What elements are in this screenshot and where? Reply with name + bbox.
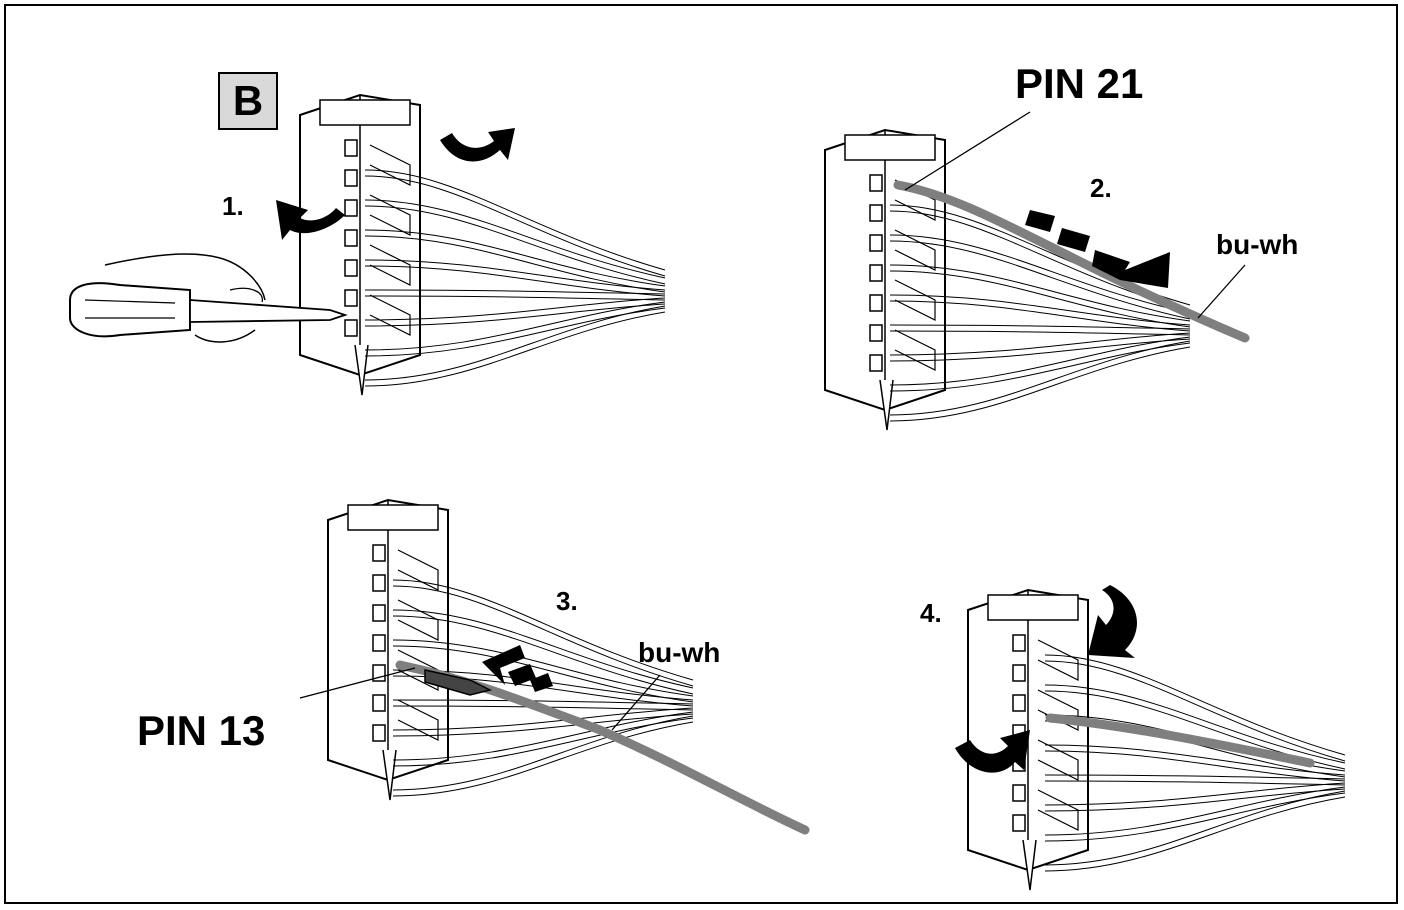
step-3-label: 3.	[556, 586, 578, 616]
panel-step-3: PIN 13 3. bu-wh	[137, 499, 810, 835]
pin-21-label: PIN 21	[1015, 60, 1143, 107]
panel-step-1: 1.	[69, 94, 666, 396]
connector-2	[824, 129, 946, 431]
connector-3	[327, 499, 449, 801]
step-2-label: 2.	[1090, 173, 1112, 203]
step-4-label: 4.	[920, 598, 942, 628]
panel-step-2: PIN 21 2. bu-wh	[824, 60, 1298, 431]
wire-leader-line-3	[611, 674, 661, 731]
highlighted-wire-bu-wh	[893, 180, 1250, 343]
pin21-leader-line	[904, 111, 1031, 191]
pin13-leader-line	[299, 667, 416, 699]
connector-1	[299, 94, 421, 396]
screwdriver-icon	[69, 282, 348, 338]
hand-icon	[104, 253, 266, 343]
step-1-label: 1.	[222, 191, 244, 221]
wire-label-step-2: bu-wh	[1216, 229, 1298, 260]
section-label-box: B	[218, 72, 278, 130]
pin-contact-icon	[424, 669, 493, 696]
panel-step-4: 4.	[920, 585, 1346, 891]
pin-13-label: PIN 13	[137, 707, 265, 754]
rotate-arrow-icon	[276, 128, 515, 240]
pull-arrow-icon	[1025, 210, 1170, 288]
close-arrow-icon	[955, 585, 1137, 773]
highlighted-wire-bu-wh	[1045, 713, 1315, 768]
wire-label-step-3: bu-wh	[638, 637, 720, 668]
wire-leader-line-2	[1197, 264, 1246, 319]
diagram-frame	[4, 4, 1398, 904]
insert-arrow-icon	[482, 645, 553, 692]
